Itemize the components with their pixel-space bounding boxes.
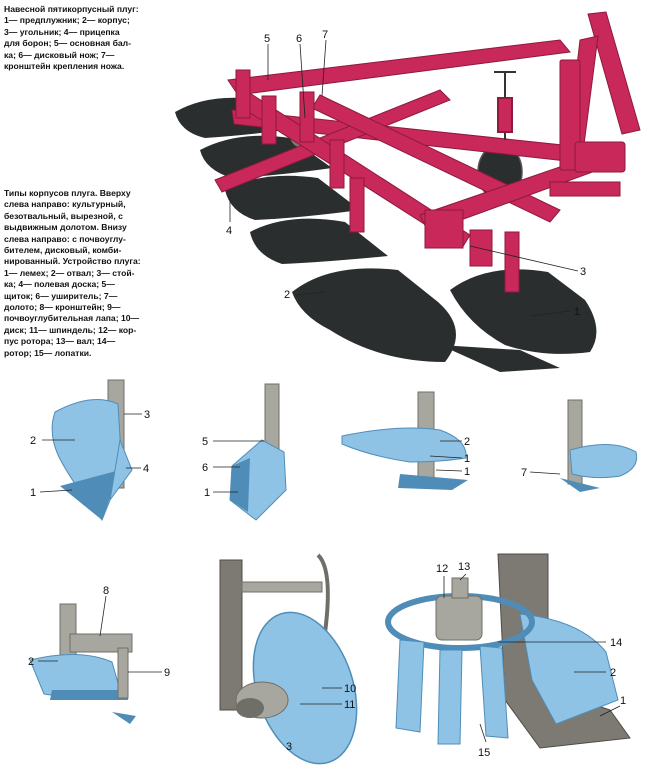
body-f-label-11: 11 (344, 699, 355, 711)
plough-label-4: 4 (226, 225, 232, 237)
screw-jack (494, 71, 516, 140)
body-c-label-2: 2 (464, 436, 470, 448)
plough-caption: Навесной пятикорпусный плуг: 1— предплуж… (4, 4, 139, 72)
body-e-label-9: 9 (164, 667, 170, 679)
body-a-label-1: 1 (30, 487, 36, 499)
body-g-label-2: 2 (610, 667, 616, 679)
body-f-label-3: 3 (286, 741, 292, 753)
body-mouldboardless: 5 6 1 (202, 383, 287, 521)
body-cultural: 3 2 4 1 (30, 379, 150, 521)
body-e-label-2: 2 (28, 656, 34, 668)
five-body-plough: 5 6 7 4 3 2 1 (175, 11, 641, 372)
body-e-label-8: 8 (103, 585, 109, 597)
body-g-label-1: 1 (620, 695, 626, 707)
body-a-label-4: 4 (143, 463, 149, 475)
plough-label-5: 5 (264, 33, 270, 45)
body-f-label-10: 10 (344, 683, 356, 695)
body-c-label-1b: 1 (464, 466, 470, 478)
body-disc: 10 11 3 (219, 553, 358, 765)
body-subsoiler: 8 2 9 (28, 585, 170, 724)
body-b-label-1: 1 (204, 487, 210, 499)
body-d-label-7: 7 (521, 467, 527, 479)
body-combined: 12 13 14 2 1 15 (385, 553, 631, 759)
body-c-label-1a: 1 (464, 453, 470, 465)
plough-label-1: 1 (574, 306, 580, 318)
body-a-label-3: 3 (144, 409, 150, 421)
body-chisel: 7 (521, 399, 638, 492)
body-b-label-5: 5 (202, 436, 208, 448)
plough-label-6: 6 (296, 33, 302, 45)
plough-frame (214, 11, 641, 293)
plough-label-2: 2 (284, 289, 290, 301)
body-types-caption: Типы корпусов плуга. Вверху слева направ… (4, 188, 141, 358)
plough-label-7: 7 (322, 29, 328, 41)
body-g-label-13: 13 (458, 561, 470, 573)
body-a-label-2: 2 (30, 435, 36, 447)
body-cutout: 2 1 1 (341, 391, 470, 490)
body-g-label-12: 12 (436, 563, 448, 575)
body-g-label-15: 15 (478, 747, 490, 759)
plough-label-3: 3 (580, 266, 586, 278)
body-g-label-14: 14 (610, 637, 622, 649)
body-b-label-6: 6 (202, 462, 208, 474)
